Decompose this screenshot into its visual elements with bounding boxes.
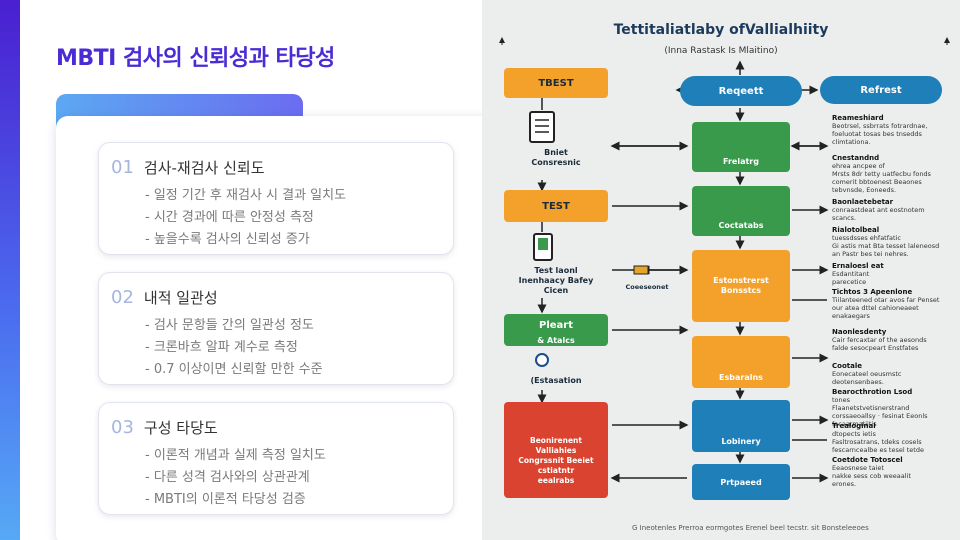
item-line: - 일정 기간 후 재검사 시 결과 일치도: [145, 188, 347, 203]
diagram-box-coctatabs: Coctatabs: [692, 186, 790, 236]
note-head: Reameshiard: [832, 114, 884, 122]
list-item: 02 내적 일관성 - 검사 문항들 간의 일관성 정도 - 크론바흐 알파 계…: [98, 272, 454, 385]
item-line: - 검사 문항들 간의 일관성 정도: [145, 318, 314, 333]
diagram-box-estonstrerst: Estonstrerst Bonsstcs: [692, 250, 790, 322]
diagram-label: Bniet Consresnic: [531, 148, 581, 167]
diagram-label: (Estasation: [530, 376, 582, 385]
note-body: Tiilanteened otar avos far Penset our at…: [832, 296, 940, 320]
item-line: - 0.7 이상이면 신뢰할 만한 수준: [145, 362, 323, 377]
item-line: - MBTI의 이론적 타당성 검증: [145, 492, 306, 507]
diagram-subtitle: (Inna Rastask Is Mlaitino): [664, 46, 778, 56]
diagram-connectors: [499, 37, 950, 483]
diagram-box-tbest: TBEST: [504, 68, 608, 98]
list-item: 03 구성 타당도 - 이론적 개념과 실제 측정 일치도 - 다른 성격 검사…: [98, 402, 454, 515]
accent-bar: [0, 0, 20, 540]
note-body: Cair fercaxtar of the aesonds falde seso…: [832, 336, 927, 352]
diagram-box-prtpaeed: Prtpaeed: [692, 464, 790, 500]
note-head: Trealoginal: [832, 422, 876, 430]
diagram-box-frelatrg: Frelatrg: [692, 122, 790, 172]
note-body: tones Flaanetstvetisnerstrand corssaeoal…: [832, 396, 928, 428]
item-line: - 크론바흐 알파 계수로 측정: [145, 340, 298, 355]
item-title: 검사-재검사 신뢰도: [143, 159, 265, 177]
diagram-box-lobinery: Lobinery: [692, 400, 790, 452]
note-head: Naonlesdenty: [832, 328, 887, 336]
diagram-pill-refrest: Refrest: [820, 76, 942, 104]
diagram-label: Test laonl Inenhaacy Bafey Cicen: [518, 266, 594, 295]
item-title: 내적 일관성: [143, 289, 218, 307]
item-line: - 다른 성격 검사와의 상관관계: [145, 470, 310, 485]
note-body: ehrea ancpee of Mrsts 8dr tetty uatfecbu…: [832, 162, 931, 194]
diagram-pill-reqeett: Reqeett: [680, 76, 802, 106]
item-line: - 시간 경과에 따른 안정성 측정: [145, 210, 314, 225]
note-body: dtopects ietis Fasltrosatrans, tdeks cos…: [832, 430, 924, 454]
note-body: Beotrsel, ssbrrats fotrardnae, foeluotat…: [832, 122, 928, 146]
note-head: Coetdote Totoscel: [832, 456, 903, 464]
note-body: Eeaosnese taiet nakke sess cob weeaalit …: [832, 464, 911, 488]
diagram-box-validities: Beonirenent Valliahies Congrssnit Beeiet…: [504, 402, 608, 498]
note-body: Esdantitant parecetice: [832, 270, 870, 286]
note-head: Cootale: [832, 362, 862, 370]
note-head: Baonlaetebetar: [832, 198, 894, 206]
item-line: - 높을수록 검사의 신뢰성 증가: [145, 232, 310, 247]
note-head: Cnestandnd: [832, 154, 880, 162]
diagram-box-test: TEST: [504, 190, 608, 222]
note-head: Bearocthrotion Lsod: [832, 388, 913, 396]
diagram-label: Coeeseonet: [625, 283, 669, 291]
item-line: - 이론적 개념과 실제 측정 일치도: [145, 448, 326, 463]
note-body: conraastdeat ant eostnotem scancs.: [832, 206, 925, 222]
diagram-box-pleart: Pleart: [504, 314, 608, 346]
validity-flow-diagram: Tettitaliatlaby ofVallialhiity (Inna Ras…: [482, 0, 960, 540]
item-number: 02: [111, 287, 134, 308]
diagram-label: & Atalcs: [537, 336, 575, 345]
item-number: 03: [111, 417, 134, 438]
note-head: Tichtos 3 Apeenlone: [832, 288, 913, 296]
list-item: 01 검사-재검사 신뢰도 - 일정 기간 후 재검사 시 결과 일치도 - 시…: [98, 142, 454, 255]
item-title: 구성 타당도: [143, 419, 218, 437]
diagram-box-esbaralns: Esbaralns: [692, 336, 790, 388]
item-number: 01: [111, 157, 134, 178]
diagram-footer: G Ineotenles Prerroa eormgotes Erenel be…: [632, 524, 869, 532]
diagram-title: Tettitaliatlaby ofVallialhiity: [613, 22, 829, 38]
note-head: Rialotolbeal: [832, 226, 880, 234]
note-head: Ernaloesl eat: [832, 262, 884, 270]
note-body: tuessdsses ehfatfatic Gi astis mat Bta t…: [832, 234, 940, 258]
slide-title: MBTI 검사의 신뢰성과 타당성: [56, 46, 335, 71]
note-body: Eonecateel oeusmstc deotensenbaes.: [832, 370, 902, 386]
